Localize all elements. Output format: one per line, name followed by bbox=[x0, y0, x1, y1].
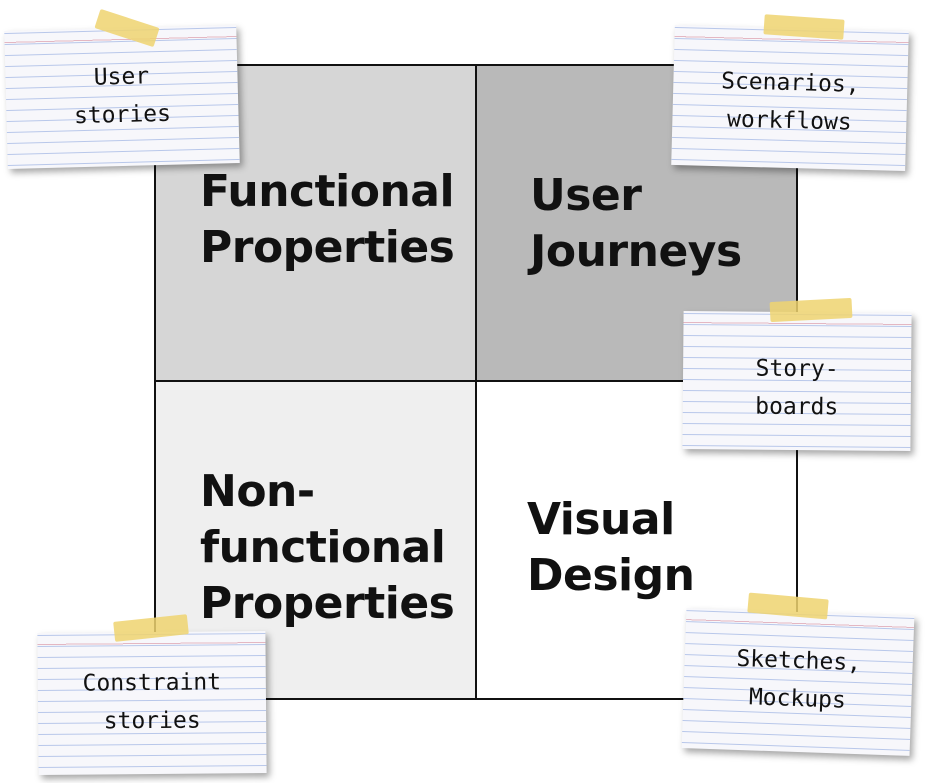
note-text: Scenarios, workflows bbox=[672, 61, 908, 143]
note-storyboards: Story- boards bbox=[682, 311, 912, 451]
quadrant-label-visual-design: Visual Design bbox=[527, 492, 695, 604]
tape bbox=[769, 297, 853, 323]
note-user-stories: User stories bbox=[4, 24, 240, 170]
quadrant-label-line: Non- bbox=[200, 466, 315, 517]
note-scenarios-workflows: Scenarios, workflows bbox=[671, 24, 909, 172]
note-line: stories bbox=[103, 707, 201, 735]
note-line: Mockups bbox=[748, 684, 847, 714]
note-line: Story- bbox=[755, 355, 839, 383]
note-line: Scenarios, bbox=[720, 68, 860, 98]
note-text: Constraint stories bbox=[38, 663, 267, 741]
quadrant-label-line: functional bbox=[200, 522, 446, 573]
note-text: Sketches, Mockups bbox=[683, 638, 914, 722]
note-sketches-mockups: Sketches, Mockups bbox=[681, 608, 915, 756]
note-line: workflows bbox=[726, 106, 853, 136]
note-line: User bbox=[93, 63, 150, 91]
quadrant-functional-properties: Functional Properties bbox=[156, 66, 477, 382]
note-text: User stories bbox=[5, 55, 239, 137]
note-line: Constraint bbox=[82, 669, 222, 697]
quadrant-label-line: Design bbox=[527, 550, 695, 601]
quadrant-label-non-functional-properties: Non- functional Properties bbox=[200, 464, 455, 632]
quadrant-label-line: Visual bbox=[527, 494, 675, 545]
quadrant-label-line: Properties bbox=[200, 578, 455, 629]
note-line: boards bbox=[755, 393, 839, 421]
note-constraint-stories: Constraint stories bbox=[37, 631, 267, 775]
note-text: Story- boards bbox=[683, 349, 912, 427]
quadrant-label-line: Functional bbox=[200, 166, 455, 217]
quadrant-label-line: User bbox=[530, 170, 642, 221]
quadrant-label-functional-properties: Functional Properties bbox=[200, 164, 455, 276]
note-line: stories bbox=[73, 100, 172, 130]
quadrant-label-line: Properties bbox=[200, 222, 455, 273]
quadrant-label-line: Journeys bbox=[530, 226, 742, 277]
quadrant-label-user-journeys: User Journeys bbox=[530, 168, 742, 280]
